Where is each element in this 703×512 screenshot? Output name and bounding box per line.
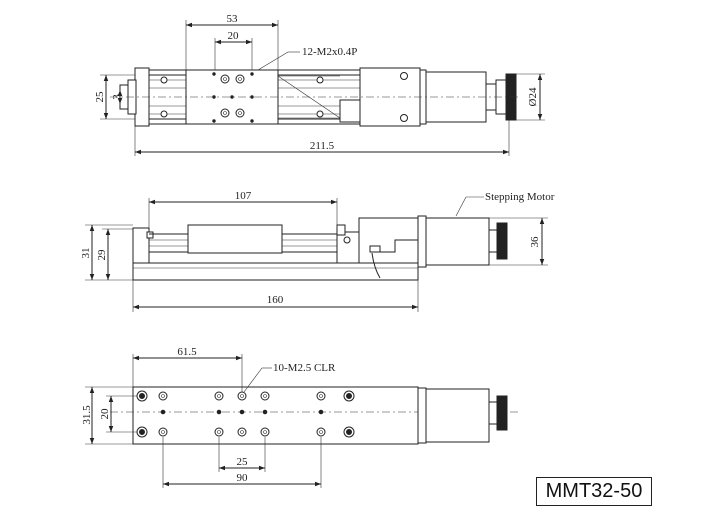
top-stepping-motor [425, 71, 487, 123]
side-knob [496, 222, 508, 260]
top-view: 53 20 12-M2x0.4P 25 3 Ø24 211.5 [94, 13, 545, 156]
dim-3: 3 [111, 94, 123, 100]
dim-90: 90 [237, 472, 249, 484]
side-end-block [132, 227, 150, 264]
model-label: MMT32-50 [536, 477, 652, 506]
side-base [132, 262, 419, 281]
dim-d24: Ø24 [527, 87, 539, 106]
side-carriage [187, 224, 283, 254]
dim-25-bottom: 25 [237, 456, 249, 468]
callout-10-m2-5: 10-M2.5 CLR [273, 362, 336, 374]
dim-160: 160 [267, 294, 284, 306]
callout-12-m2: 12-M2x0.4P [302, 46, 357, 58]
dim-20-bottom: 20 [99, 408, 111, 420]
dim-107: 107 [235, 190, 252, 202]
dim-20-top: 20 [228, 30, 240, 42]
dim-211-5: 211.5 [310, 140, 335, 152]
bottom-knob [496, 395, 508, 431]
side-view: Stepping Motor 107 31 29 36 160 [80, 190, 555, 312]
dim-29: 29 [96, 249, 108, 261]
dim-61-5: 61.5 [177, 346, 197, 358]
dim-31-5: 31.5 [81, 405, 93, 425]
bottom-base [132, 386, 419, 445]
bottom-stepping-motor [425, 388, 490, 443]
dim-25: 25 [94, 91, 106, 103]
dim-31: 31 [80, 248, 92, 259]
dim-53: 53 [227, 13, 239, 25]
side-stepping-motor [425, 217, 490, 266]
dim-36: 36 [529, 236, 541, 248]
bottom-view: 10-M2.5 CLR 61.5 31.5 20 25 90 [81, 346, 520, 488]
callout-stepping-motor: Stepping Motor [485, 191, 555, 203]
